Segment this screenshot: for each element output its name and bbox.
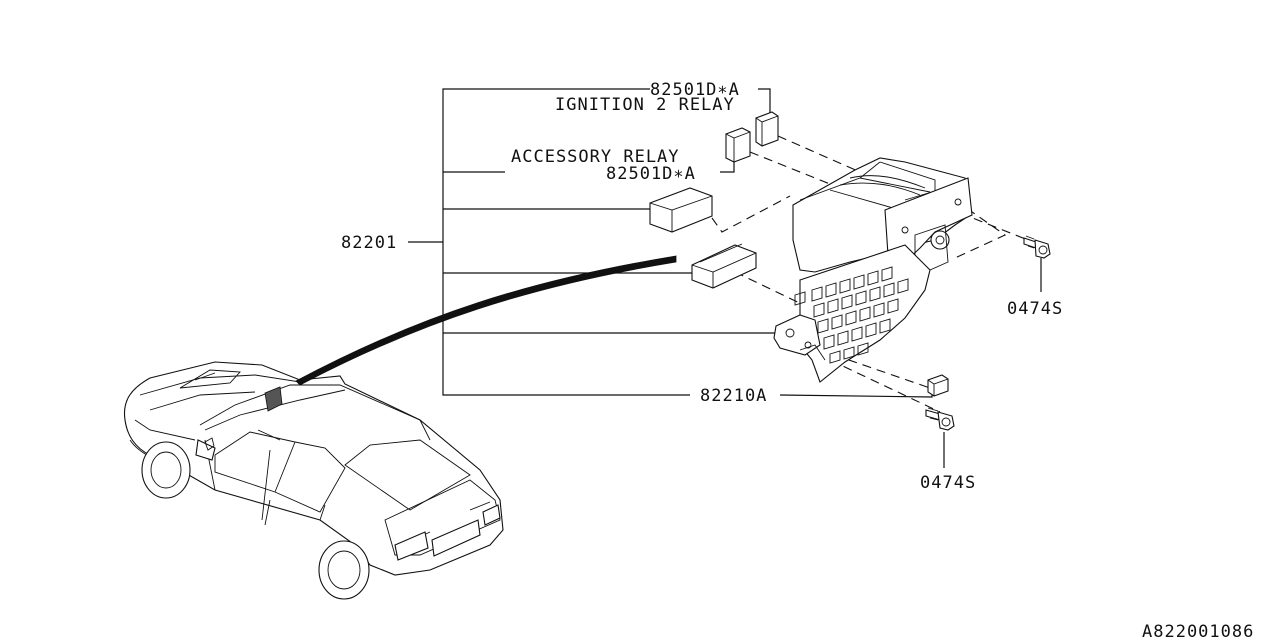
ignition-relay-leader: [758, 88, 771, 113]
fuse-location-marker: [264, 386, 283, 412]
diagram-id: A822001086: [1142, 622, 1254, 640]
car-illustration: [123, 361, 504, 600]
relay-part-number-top: 82501D∗A: [650, 80, 740, 100]
relay-part-number-bottom: 82501D∗A: [606, 164, 696, 184]
bolt-upper-part-number: 0474S: [1007, 299, 1063, 319]
main-bracket-line: [442, 88, 690, 396]
location-leader: [295, 255, 677, 386]
fuse-box: [773, 157, 973, 383]
ignition-2-relay: [755, 111, 779, 147]
small-bracket: [927, 374, 949, 397]
bracket-part-number: 82210A: [700, 386, 767, 406]
ignition-relay-label: IGNITION 2 RELAY: [555, 95, 735, 115]
bolt-lower-part-number: 0474S: [920, 473, 976, 493]
relay-block: [649, 187, 713, 233]
bolt-upper: [1023, 235, 1051, 259]
main-part-number: 82201: [341, 233, 397, 253]
accessory-relay: [725, 127, 751, 163]
bracket-leader: [779, 390, 933, 398]
bolt-lower: [925, 407, 955, 431]
callout-lines: [408, 88, 1042, 468]
connector-block: [691, 243, 757, 289]
accessory-relay-leader: [720, 160, 735, 173]
accessory-relay-label: ACCESSORY RELAY: [511, 147, 680, 167]
